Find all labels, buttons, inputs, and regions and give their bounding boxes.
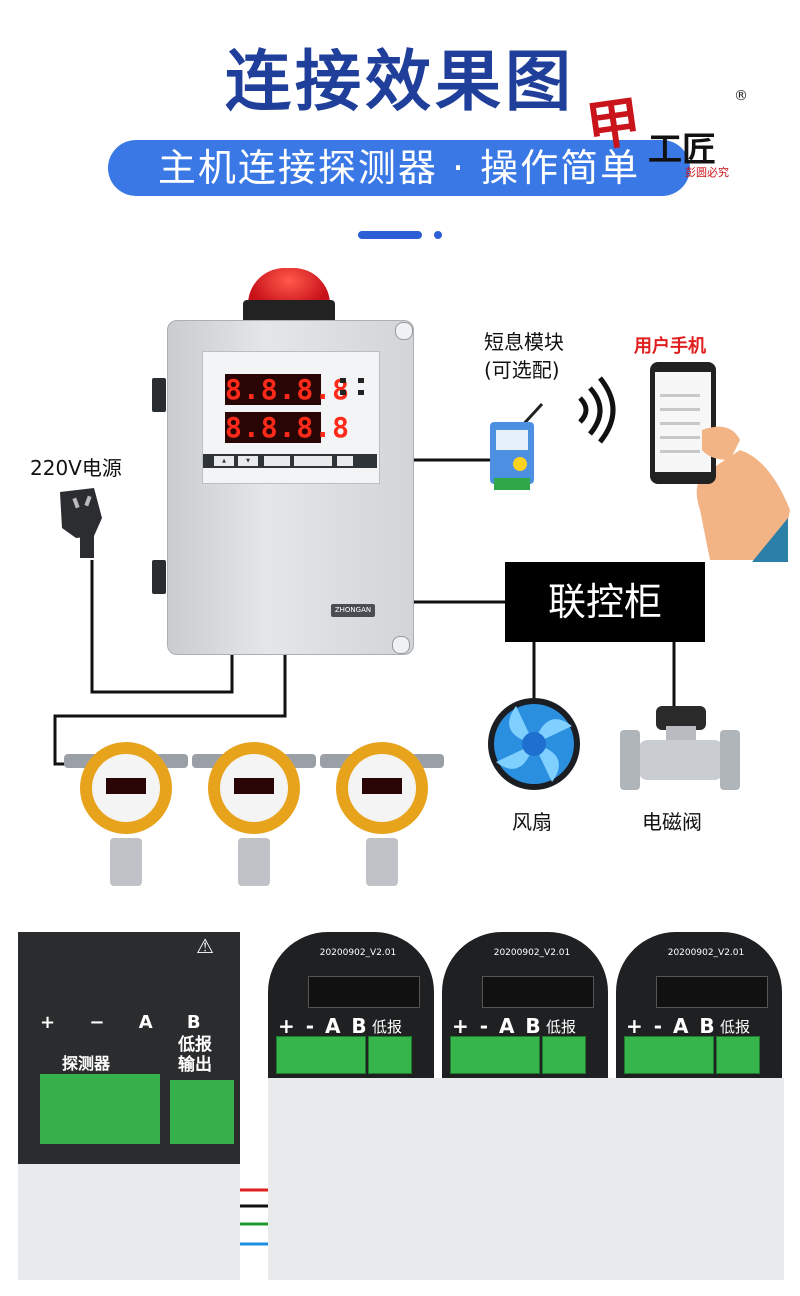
low-alarm-label: 低报 (178, 1035, 212, 1055)
board-low-alarm-label: 低报 (720, 1018, 751, 1036)
board-version-label: 20200902_V2.01 (667, 948, 745, 958)
smartphone-in-hand-icon (650, 362, 790, 560)
carousel-indicator-dot (434, 231, 442, 239)
low-alarm-terminal-block (170, 1080, 234, 1144)
logo-small-text: 彭圆必究 (685, 166, 729, 179)
key-button (264, 456, 290, 466)
key-button (337, 456, 353, 466)
hinge-bottom (152, 560, 166, 594)
dip-switch (308, 976, 420, 1008)
user-phone-label: 用户手机 (634, 336, 706, 357)
warning-icon: ⚠ (196, 934, 214, 958)
board-terminal-labels: + - A B (626, 1014, 717, 1038)
registered-mark: ® (734, 88, 748, 104)
key-button (294, 456, 316, 466)
display-top: 8.8.8.8 (225, 373, 351, 406)
linkage-cabinet: 联控柜 (505, 562, 705, 642)
controller-terminal-labels: + − A B (40, 1012, 215, 1033)
logo-text: 工匠 (648, 130, 716, 170)
bolt-top (395, 322, 413, 340)
power-plug-icon (60, 488, 102, 558)
output-label: 输出 (178, 1055, 212, 1075)
terminal-block (542, 1036, 586, 1074)
photo-background (18, 1164, 240, 1280)
power-label: 220V电源 (30, 456, 122, 480)
down-key-icon: ▼ (238, 456, 258, 466)
board-terminal-labels: + - A B (278, 1014, 369, 1038)
sms-module-icon (490, 402, 544, 490)
up-key-icon: ▲ (214, 456, 234, 466)
key-button (316, 456, 332, 466)
status-leds (338, 376, 372, 398)
page-title: 连接效果图 (225, 43, 575, 120)
dip-switch (656, 976, 768, 1008)
terminal-block (368, 1036, 412, 1074)
terminal-block (450, 1036, 540, 1074)
hinge-top (152, 378, 166, 412)
bolt-bottom (392, 636, 410, 654)
fan-icon (488, 698, 580, 790)
board-low-alarm-label: 低报 (546, 1018, 577, 1036)
display-bottom: 8.8.8.8 (225, 411, 351, 444)
gas-detectors (64, 742, 444, 886)
terminal-block (716, 1036, 760, 1074)
corner-decoration (752, 518, 788, 562)
wireless-signal-icon (578, 376, 616, 444)
sms-module-label: 短息模块 (484, 330, 564, 354)
brand-plate: ZHONGAN (331, 604, 375, 617)
board-low-alarm-label: 低报 (372, 1018, 403, 1036)
solenoid-valve-icon (620, 706, 740, 790)
carousel-indicator-active (358, 231, 422, 239)
board-terminal-labels: + - A B (452, 1014, 543, 1038)
board-version-label: 20200902_V2.01 (319, 948, 397, 958)
board-version-label: 20200902_V2.01 (493, 948, 571, 958)
terminal-block (276, 1036, 366, 1074)
photo-background (268, 1078, 784, 1280)
valve-label: 电磁阀 (642, 810, 702, 834)
detector-terminal-label: 探测器 (62, 1054, 111, 1073)
fan-label: 风扇 (512, 810, 552, 834)
detector-terminal-block (40, 1074, 160, 1144)
dip-switch (482, 976, 594, 1008)
subtitle-banner: 主机连接探测器 · 操作简单 (108, 140, 690, 196)
sms-module-optional-label: (可选配) (484, 358, 560, 382)
terminal-block (624, 1036, 714, 1074)
